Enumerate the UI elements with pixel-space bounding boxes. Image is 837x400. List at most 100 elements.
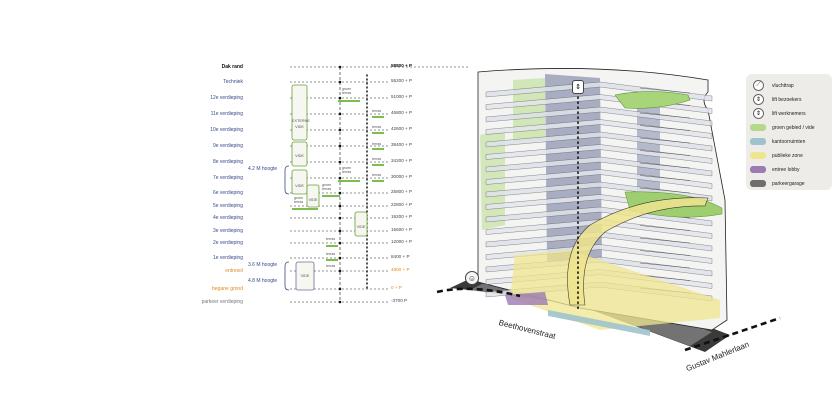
level-label: 25800 + P xyxy=(391,189,413,194)
floor-label: parkeer verdieping xyxy=(201,299,243,305)
legend-item: parkeergarage xyxy=(750,178,805,189)
core-point xyxy=(338,269,342,273)
terrace-tag: terras xyxy=(372,142,382,146)
level-label: 55200 + P xyxy=(391,78,413,83)
floor-plate xyxy=(485,119,713,139)
floor-label: 11e verdieping xyxy=(210,111,243,117)
legend: ⟋vluchttrap⇕lift bezoekers⇕lift werkneme… xyxy=(746,74,832,190)
street-dashes-2 xyxy=(684,316,781,352)
core-point xyxy=(338,204,342,208)
section-schematic xyxy=(284,65,470,304)
entrance-lobby xyxy=(505,292,548,305)
level-label: 30000 + P xyxy=(391,174,413,179)
floor-arrow xyxy=(639,137,691,144)
vide-label: EXTERNE VIDE xyxy=(292,119,310,129)
public-zone xyxy=(510,250,720,330)
floor-plate xyxy=(485,156,713,177)
stair-icon: ⟋ xyxy=(753,80,764,91)
floor-plate xyxy=(485,106,713,127)
floor-label: 10e verdieping xyxy=(210,127,243,133)
legend-item: kantoorruimten xyxy=(750,136,805,147)
floor-arrow xyxy=(639,225,691,231)
level-label: 15600 + P xyxy=(391,227,413,232)
terrace-tag: terras xyxy=(326,264,336,268)
floor-label: begane grond xyxy=(212,286,243,292)
floor-arrow xyxy=(639,262,691,269)
person-icon: ☺ xyxy=(465,271,479,285)
lift-visitors-icon: ⇕ xyxy=(572,80,584,94)
level-label: 51000 + P xyxy=(391,94,413,99)
legend-swatch xyxy=(750,124,766,131)
lift-staff-icon: ⇕ xyxy=(753,108,764,119)
vide-label: VIDE xyxy=(356,225,366,229)
level-label: 46800 + P xyxy=(391,110,413,115)
terrace-tag: terras xyxy=(372,125,382,129)
level-label: 22800 + P xyxy=(391,202,413,207)
office-strip xyxy=(548,310,650,336)
legend-item: publieke zone xyxy=(750,150,803,161)
level-label: 42600 + P xyxy=(391,126,413,131)
legend-swatch xyxy=(750,152,766,159)
legend-item: ⇕lift bezoekers xyxy=(750,94,801,105)
level-label: 8400 + P xyxy=(391,254,410,259)
level-label: 0 + P xyxy=(391,285,402,290)
level-label: 58800 + P xyxy=(391,63,413,68)
height-bracket xyxy=(284,165,290,195)
level-label: -3700 P xyxy=(391,298,408,303)
floor-arrow xyxy=(639,150,691,156)
floor-label: Techniek xyxy=(223,79,243,85)
terrace-tag: terras xyxy=(372,173,382,177)
floor-label: 2e verdieping xyxy=(212,240,243,246)
floor-label: 3e verdieping xyxy=(212,228,243,234)
legend-label: publieke zone xyxy=(772,152,803,159)
floor-arrow xyxy=(639,250,691,256)
legend-label: parkeergarage xyxy=(772,180,805,187)
level-label: 4800 + P xyxy=(391,267,410,272)
level-label: 19200 + P xyxy=(391,214,413,219)
floor-label: 9e verdieping xyxy=(212,143,243,149)
floor-label: entresol xyxy=(225,268,243,274)
floor-label: 6e verdieping xyxy=(212,190,243,196)
floor-label: 7e verdieping xyxy=(212,175,243,181)
floor-arrow xyxy=(639,87,691,94)
vide-box xyxy=(354,211,368,237)
floor-label: 1e verdieping xyxy=(212,255,243,261)
floor-label: 4e verdieping xyxy=(212,215,243,221)
floor-plate xyxy=(485,206,713,227)
height-label: 4.8 M hoogte xyxy=(248,278,278,284)
level-label: 12000 + P xyxy=(391,239,413,244)
terrace-tag: groen terras xyxy=(294,196,304,204)
floor-plate xyxy=(485,144,713,164)
legend-item: entree lobby xyxy=(750,164,800,175)
legend-item: ⟋vluchttrap xyxy=(750,80,794,91)
legend-label: kantoorruimten xyxy=(772,138,806,145)
terrace-tag: groen terras xyxy=(322,183,332,191)
height-label: 4.2 M hoogte xyxy=(248,166,278,172)
public-ramp xyxy=(567,197,709,306)
core-point xyxy=(338,300,342,304)
level-label: 34200 + P xyxy=(391,158,413,163)
floor-arrow xyxy=(639,175,691,181)
legend-swatch xyxy=(750,166,766,173)
floor-arrow xyxy=(639,112,691,119)
floor-label: 5e verdieping xyxy=(212,203,243,209)
vide-box xyxy=(295,261,315,291)
vide-box xyxy=(291,169,308,195)
core-point xyxy=(338,229,342,233)
height-label: 3.6 M hoogte xyxy=(248,262,278,268)
legend-item: groen gebied / vide xyxy=(750,122,815,133)
floor-plate xyxy=(485,181,713,202)
floor-label: Dak rand xyxy=(221,64,243,70)
vide-box xyxy=(291,141,308,167)
terrace-tag: terras xyxy=(326,237,336,241)
roof-green-terrace xyxy=(614,91,691,109)
terrace-tag: terras xyxy=(372,157,382,161)
floor-label: 8e verdieping xyxy=(212,159,243,165)
floor-label: 12e verdieping xyxy=(210,95,243,101)
legend-label: entree lobby xyxy=(772,166,800,173)
legend-swatch xyxy=(750,180,766,187)
street-dashes-1 xyxy=(436,287,521,298)
terrace-tag: terras xyxy=(326,252,336,256)
building-3d xyxy=(436,68,781,352)
